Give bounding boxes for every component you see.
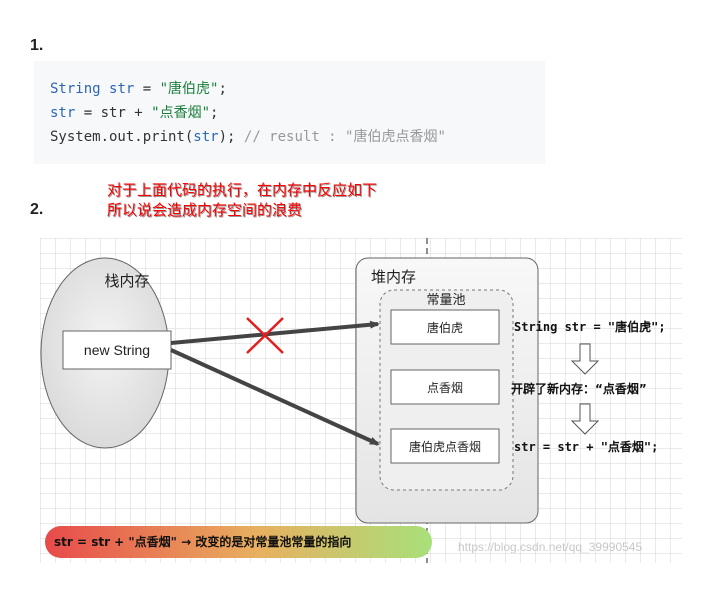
code-end: ; <box>210 105 219 121</box>
pool-item-label: 唐伯虎 <box>427 320 463 335</box>
old-reference-arrow <box>170 320 380 345</box>
code-var: str <box>50 105 76 121</box>
code-line-2: str = str + "点香烟"; <box>34 101 545 125</box>
code-line-1: String str = "唐伯虎"; <box>34 77 545 101</box>
new-string-label: new String <box>84 342 150 358</box>
pool-item-box <box>390 309 500 345</box>
code-string: "点香烟" <box>151 105 211 121</box>
pool-item-box <box>390 369 500 405</box>
step-text: 开辟了新内存：“点香烟” <box>511 381 647 396</box>
new-reference-arrow <box>170 348 380 446</box>
step-1-label: 1. <box>30 37 44 54</box>
code-end: ; <box>218 81 227 97</box>
heap-title: 堆内存 <box>371 268 416 286</box>
stack-title: 栈内存 <box>104 272 149 290</box>
step-text: str = str + "点香烟"; <box>514 439 658 454</box>
cross-icon <box>246 317 284 354</box>
watermark-text: https://blog.csdn.net/qq_39990545 <box>458 540 643 554</box>
code-call: System.out.print( <box>50 129 194 145</box>
memory-diagram: 栈内存 new String 堆内存 常量池 唐伯虎 点香烟 唐伯虎点香烟 St… <box>40 238 682 563</box>
bottom-note-text: str = str + "点香烟" → 改变的是对常量池常量的指向 <box>54 534 351 549</box>
step-2-label: 2. <box>30 201 44 218</box>
code-var: str <box>109 81 135 97</box>
code-op: = str + <box>75 105 152 121</box>
pool-item-label: 唐伯虎点香烟 <box>409 439 481 454</box>
pool-item-label: 点香烟 <box>427 381 463 395</box>
annotation-text: 对于上面代码的执行，在内存中反应如下 所以说会造成内存空间的浪费 <box>107 180 377 220</box>
annotation-line-1: 对于上面代码的执行，在内存中反应如下 <box>107 181 378 199</box>
code-op: = <box>134 81 160 97</box>
annotation-line-2: 所以说会造成内存空间的浪费 <box>107 201 303 219</box>
code-end: ); <box>218 129 244 145</box>
down-arrow-icon <box>570 343 600 375</box>
code-line-3: System.out.print(str); // result : "唐伯虎点… <box>34 125 545 149</box>
new-string-box <box>62 330 172 370</box>
code-string: "唐伯虎" <box>159 81 219 97</box>
bottom-note-box <box>45 526 432 558</box>
code-var: str <box>193 129 219 145</box>
pool-title: 常量池 <box>426 293 465 308</box>
step-text: String str = "唐伯虎"; <box>514 319 666 334</box>
code-type: String <box>50 81 101 97</box>
code-comment: // result : "唐伯虎点香烟" <box>243 129 446 145</box>
pool-item-box <box>390 428 500 464</box>
down-arrow-icon <box>570 403 600 435</box>
code-block: String str = "唐伯虎"; str = str + "点香烟"; S… <box>34 61 545 164</box>
